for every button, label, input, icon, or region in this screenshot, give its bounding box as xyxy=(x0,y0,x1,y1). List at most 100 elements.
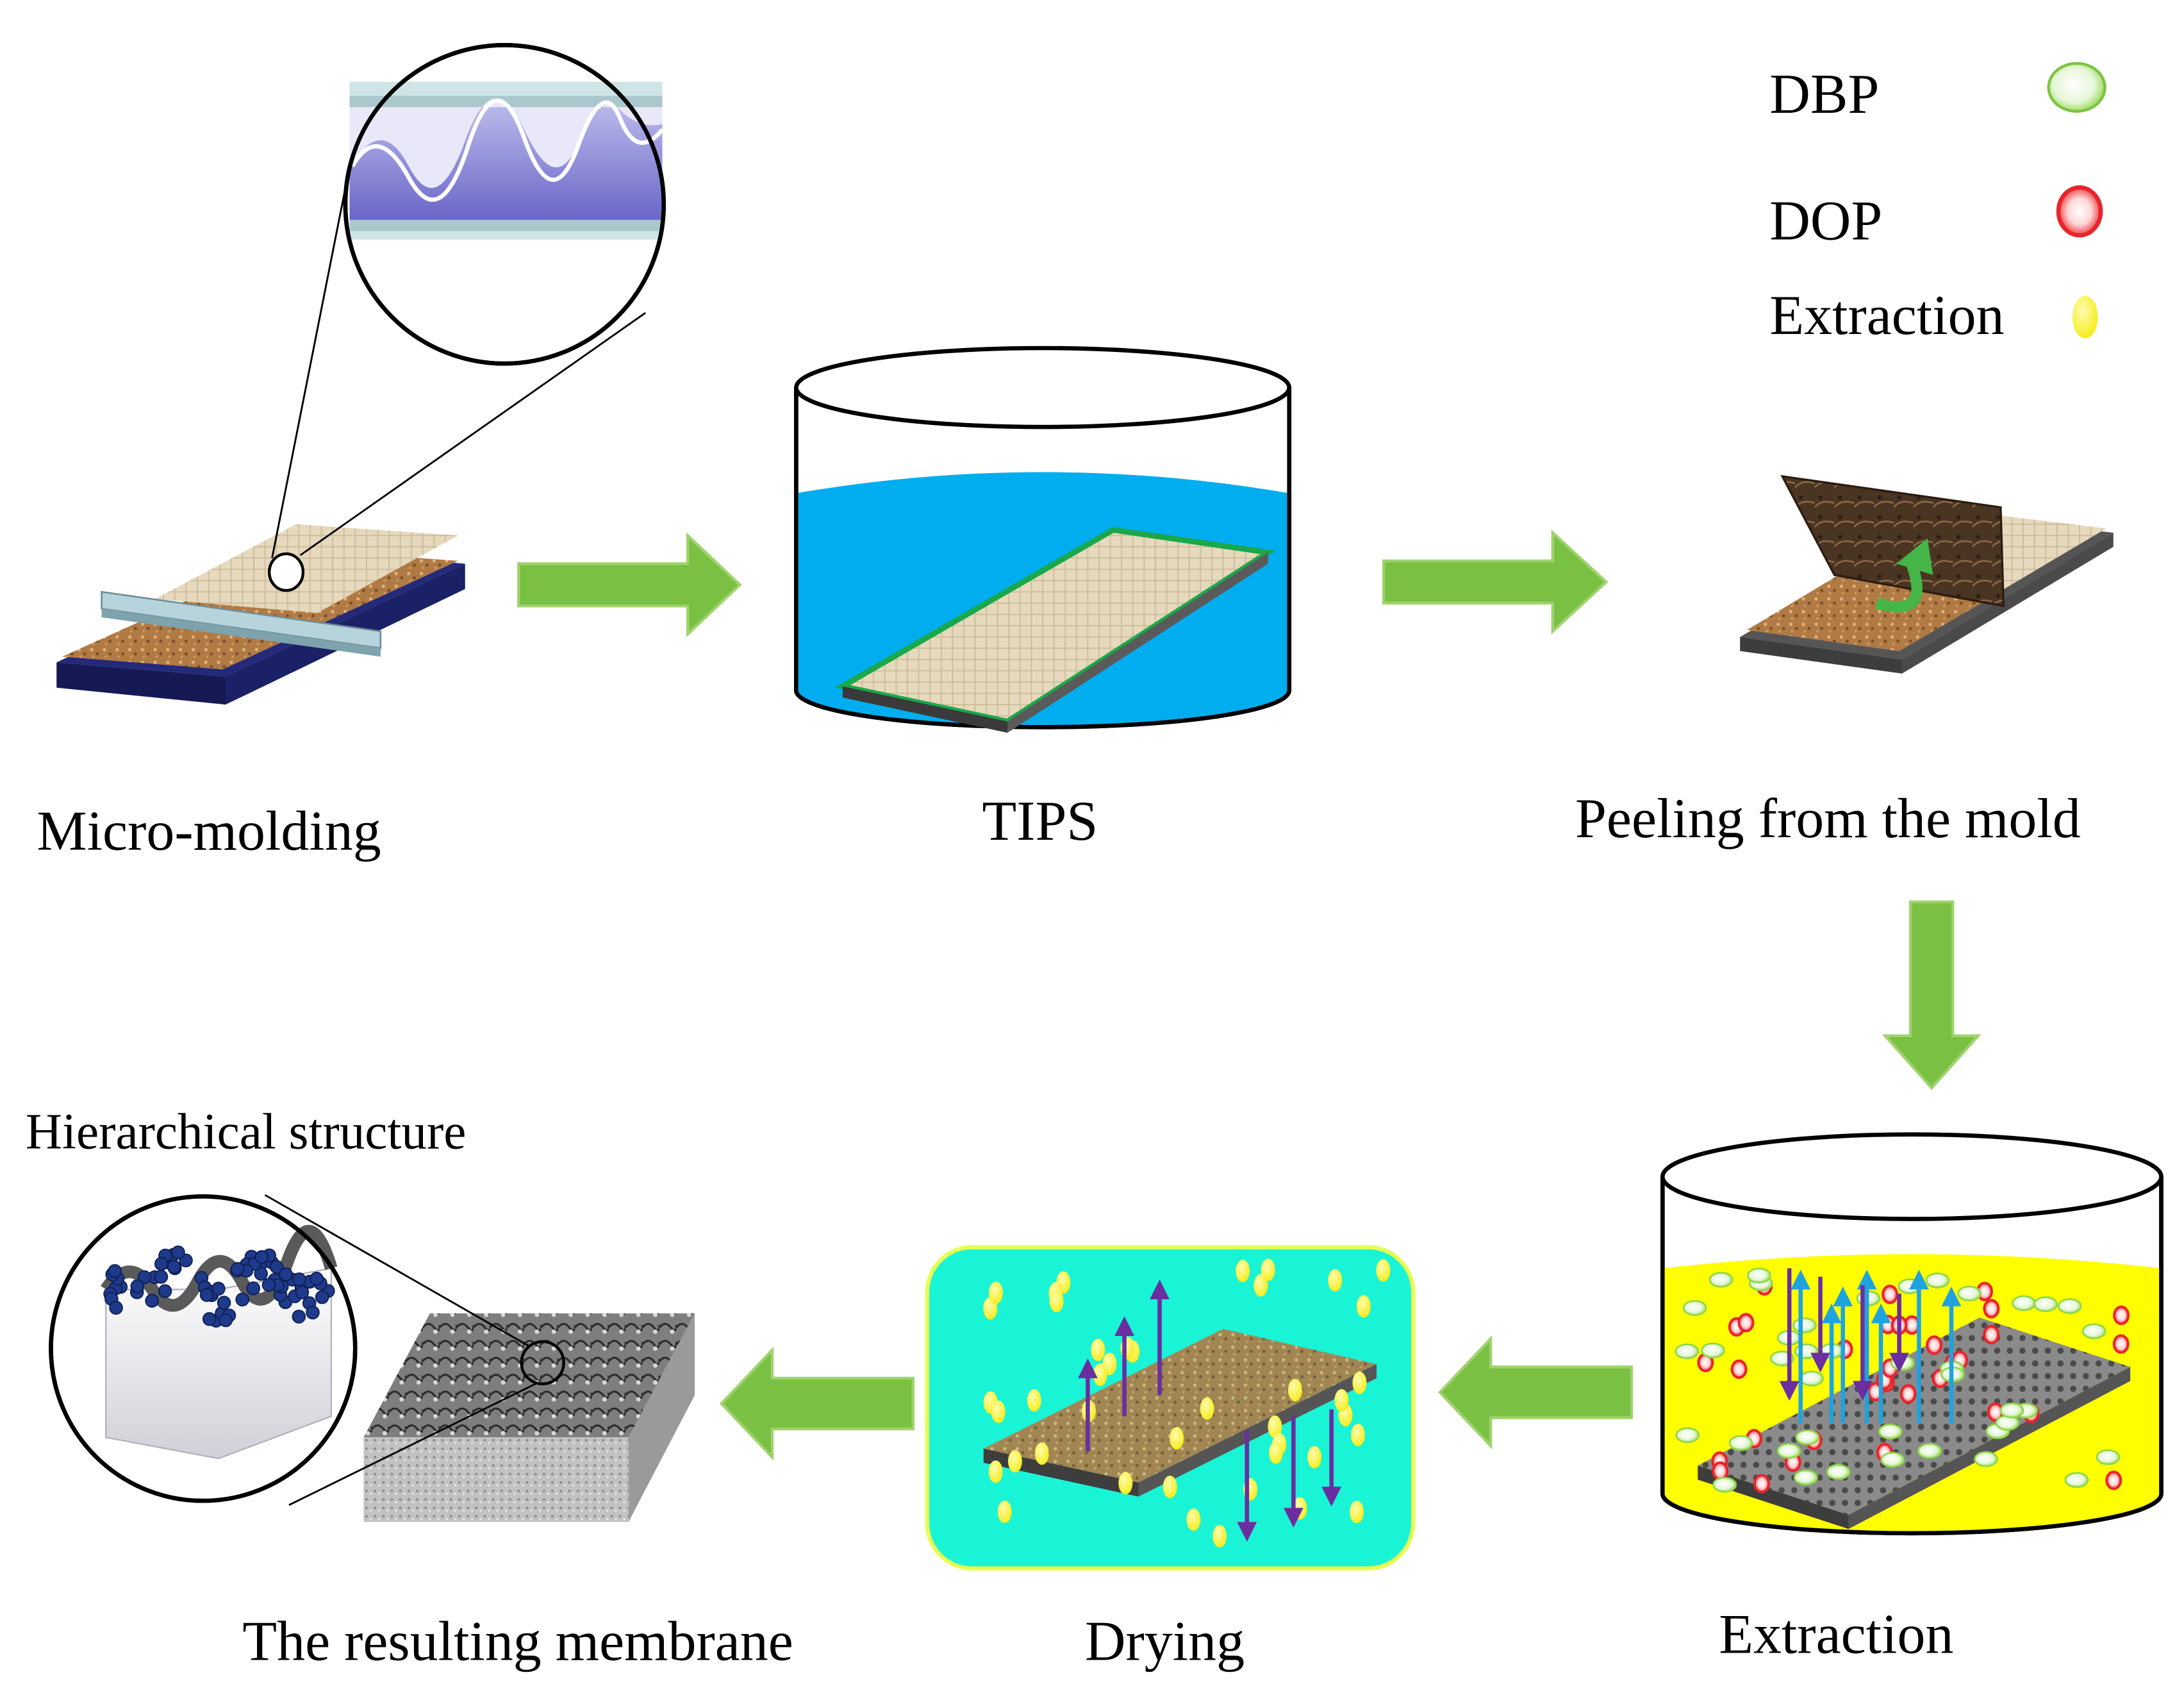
dbp-particle xyxy=(2096,1449,2121,1465)
extraction-dot xyxy=(1091,1338,1105,1362)
up-arrow-head xyxy=(1150,1280,1170,1299)
nano-bead xyxy=(279,1267,293,1281)
arrow-left-1 xyxy=(1437,1335,1634,1449)
nano-bead xyxy=(202,1312,217,1326)
extraction-dot xyxy=(1334,1388,1349,1412)
mold-zoom-circle xyxy=(343,43,666,366)
nano-bead xyxy=(154,1256,169,1271)
dbp-particle xyxy=(1799,1371,1824,1387)
dop-particle xyxy=(1899,1384,1917,1404)
extraction-dot xyxy=(1287,1378,1302,1402)
dbp-particle xyxy=(1728,1435,1753,1451)
label-micro-molding: Micro-molding xyxy=(37,801,381,863)
dbp-particle xyxy=(1974,1451,1998,1467)
extraction-dot xyxy=(1328,1269,1343,1292)
nano-bead xyxy=(199,1288,214,1302)
dbp-particle xyxy=(1957,1285,1982,1302)
nano-bead xyxy=(254,1267,268,1281)
peeling-illustration xyxy=(1740,474,2114,674)
extraction-dot xyxy=(1350,1501,1364,1524)
dbp-particle xyxy=(1708,1272,1733,1288)
extraction-dot xyxy=(1268,1441,1283,1464)
nano-bead xyxy=(315,1290,329,1305)
label-hierarchical-structure: Hierarchical structure xyxy=(26,1104,467,1160)
extraction-dot xyxy=(1307,1446,1322,1469)
micro-molding-illustration xyxy=(56,43,666,705)
dbp-particle xyxy=(2081,1323,2106,1340)
down-arrow-head xyxy=(1321,1487,1342,1507)
extraction-dot xyxy=(1027,1388,1041,1412)
nano-bead xyxy=(130,1279,145,1294)
nano-bead xyxy=(246,1281,261,1296)
hierarchical-beads xyxy=(103,1246,335,1328)
arrow-right-1 xyxy=(517,532,742,638)
nano-bead xyxy=(145,1294,159,1308)
dbp-particle xyxy=(1701,1342,1725,1359)
nano-bead xyxy=(254,1250,269,1264)
dop-particle xyxy=(2113,1305,2130,1326)
extraction-dot xyxy=(1102,1352,1117,1376)
extraction-dot xyxy=(1268,1415,1282,1438)
up-arrow-head xyxy=(1114,1316,1134,1337)
dop-particle xyxy=(2105,1471,2122,1490)
down-arrow-head xyxy=(1237,1522,1257,1542)
drying-illustration xyxy=(925,1245,1416,1571)
nano-bead xyxy=(261,1278,276,1292)
extraction-dot xyxy=(1049,1289,1064,1313)
nano-bead xyxy=(306,1305,320,1320)
dbp-particle xyxy=(1795,1429,1820,1446)
legend-dop-label: DOP xyxy=(1769,190,1882,253)
up-arrow-head xyxy=(1857,1269,1877,1290)
extraction-arrows xyxy=(1779,1268,1962,1424)
up-arrow-head xyxy=(1941,1287,1962,1306)
label-tips: TIPS xyxy=(982,790,1098,853)
nano-bead xyxy=(219,1313,233,1328)
label-peeling: Peeling from the mold xyxy=(1575,788,2081,850)
extraction-dot xyxy=(1170,1426,1184,1450)
dbp-particle xyxy=(2012,1295,2037,1312)
nano-bead xyxy=(235,1292,249,1307)
nano-bead xyxy=(292,1272,306,1287)
nano-bead xyxy=(167,1260,181,1274)
nano-bead xyxy=(154,1270,169,1284)
dop-particle xyxy=(1926,1335,1943,1355)
dop-particle xyxy=(1737,1313,1755,1333)
dbp-particle xyxy=(1682,1300,1707,1316)
dbp-particle xyxy=(1793,1469,1818,1486)
extraction-dot xyxy=(988,1281,1003,1305)
extraction-dot xyxy=(1034,1442,1049,1465)
tips-illustration xyxy=(794,346,1292,733)
nano-bead xyxy=(217,1296,231,1310)
up-arrow-head xyxy=(1078,1358,1098,1378)
legend-extraction-label: Extraction xyxy=(1769,285,2004,347)
dbp-particle xyxy=(2064,1472,2089,1488)
extraction-dot xyxy=(988,1460,1003,1483)
extraction-dot xyxy=(1212,1524,1227,1548)
extraction-dot xyxy=(1350,1423,1365,1447)
up-arrow-head xyxy=(1909,1269,1929,1290)
dbp-particle xyxy=(1917,1443,1942,1459)
extraction-dot xyxy=(1007,1449,1022,1473)
down-arrow-head xyxy=(1853,1381,1873,1401)
extraction-illustration xyxy=(1660,1132,2163,1536)
nano-bead xyxy=(269,1260,284,1274)
drying-arrows xyxy=(1078,1280,1342,1542)
extraction-dot xyxy=(1162,1475,1177,1499)
extraction-dot xyxy=(1236,1260,1250,1283)
dbp-particle xyxy=(1712,1476,1737,1493)
up-arrow-head xyxy=(1871,1303,1891,1324)
dbp-particle xyxy=(1746,1267,1771,1284)
up-arrow-head xyxy=(1821,1303,1842,1324)
nano-bead xyxy=(108,1263,122,1278)
extraction-dot xyxy=(1261,1258,1275,1281)
extraction-dot xyxy=(1118,1472,1133,1495)
label-drying: Drying xyxy=(1085,1611,1245,1673)
down-arrow-head xyxy=(1889,1353,1910,1373)
green-ellipse-icon xyxy=(2047,62,2106,113)
drying-particles xyxy=(983,1258,1391,1548)
dop-particle xyxy=(1753,1474,1771,1494)
extraction-dot xyxy=(1200,1397,1214,1420)
extraction-dot xyxy=(997,1500,1012,1523)
down-arrow-head xyxy=(1283,1508,1303,1528)
nano-bead xyxy=(295,1285,310,1299)
